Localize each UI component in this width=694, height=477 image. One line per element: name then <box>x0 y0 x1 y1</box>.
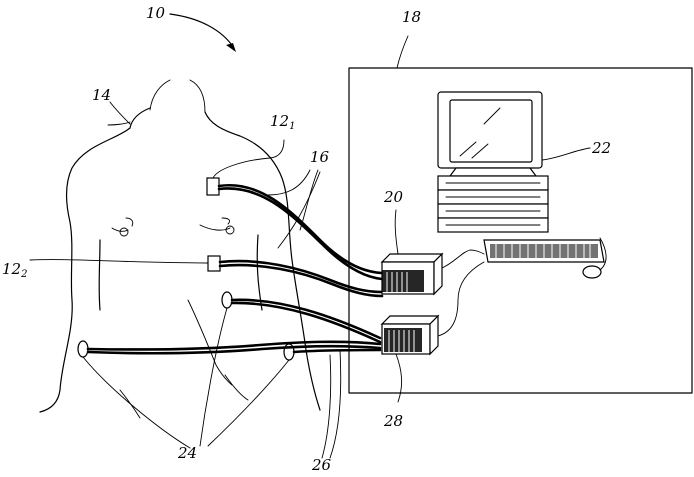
label-electrode-1: 121 <box>270 114 295 132</box>
body-leader <box>110 102 130 124</box>
unit-20-to-keyboard <box>442 250 484 268</box>
electrode-12-2 <box>208 256 220 271</box>
label-interface-unit: 20 <box>384 190 403 205</box>
panel-leader <box>397 36 408 68</box>
label-leads: 16 <box>310 150 329 165</box>
label-panel: 18 <box>402 10 421 25</box>
monitor-leader <box>542 148 590 160</box>
mouse <box>583 266 601 278</box>
label-lower-leads: 26 <box>312 458 331 473</box>
electrodes-24-leader-left <box>83 357 190 448</box>
label-electrode-1-sub: 1 <box>289 121 295 132</box>
electrodes-24-leader-center <box>200 308 227 446</box>
electrode-12-2-leader <box>30 260 208 263</box>
label-electrode-1-main: 12 <box>270 112 289 130</box>
unit-20-leader <box>395 210 398 254</box>
electrode-left <box>78 341 88 357</box>
leads-26-leader-a <box>322 355 331 458</box>
leads-leader <box>268 170 310 195</box>
label-electrode-2: 122 <box>2 262 27 280</box>
electrode-12-1-leader <box>213 140 284 178</box>
label-second-unit: 28 <box>384 414 403 429</box>
unit-28-to-panel <box>438 262 484 336</box>
interface-unit <box>382 254 442 294</box>
label-electrode-2-sub: 2 <box>21 269 27 280</box>
electrode-center <box>222 292 232 308</box>
label-body: 14 <box>92 88 111 103</box>
system-arrow <box>170 14 234 48</box>
leads-26-leader-b <box>330 350 341 458</box>
unit-28-leader <box>396 354 402 402</box>
electrode-12-1 <box>207 178 219 195</box>
label-electrodes-lower: 24 <box>178 446 197 461</box>
label-system: 10 <box>146 6 165 21</box>
monitor <box>438 92 548 232</box>
second-unit <box>382 316 438 354</box>
electrodes-24-leader-right <box>208 360 289 446</box>
label-electrode-2-main: 12 <box>2 260 21 278</box>
cable-right <box>294 350 380 352</box>
system-arrowhead <box>226 43 236 52</box>
keyboard <box>484 240 604 262</box>
label-monitor: 22 <box>592 141 611 156</box>
